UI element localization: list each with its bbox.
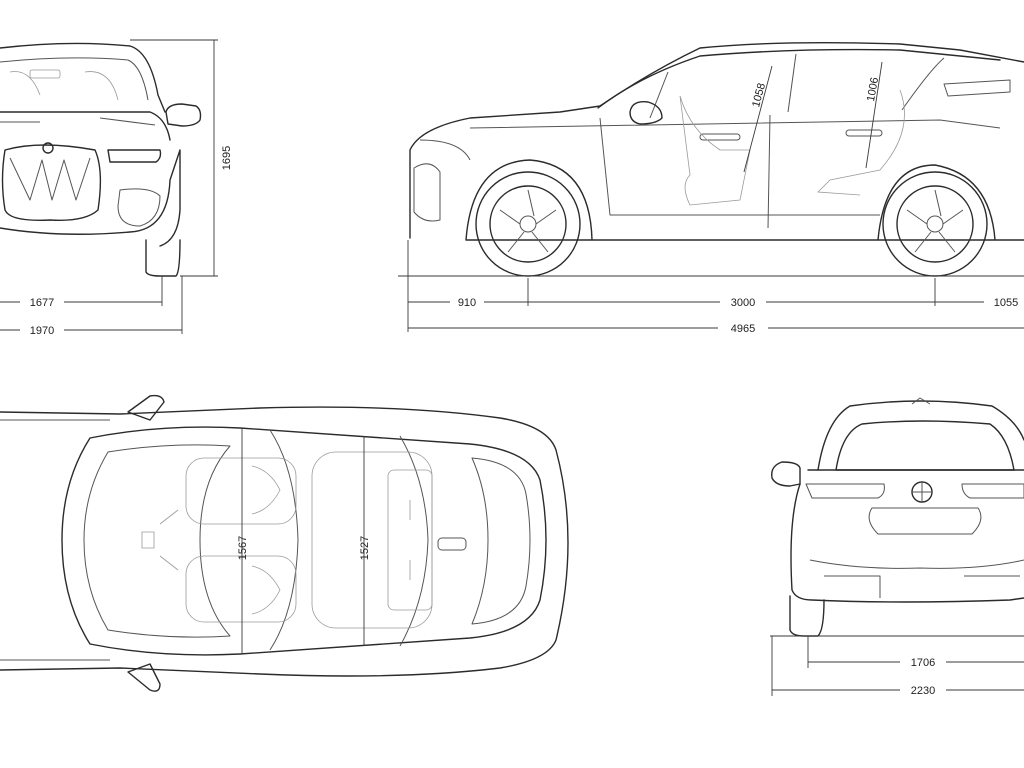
- top-body-outline: [0, 406, 569, 677]
- rear-shoulder-label: 1527: [359, 536, 371, 560]
- side-body-outline: [409, 41, 1024, 241]
- rear-width-label: 2230: [911, 685, 935, 697]
- overall-length-label: 4965: [731, 323, 755, 335]
- front-tire: [145, 239, 181, 277]
- side-view: 1058 1006 910 3000 1055 4965: [398, 41, 1024, 335]
- top-right-mirror: [127, 663, 161, 692]
- front-overhang-label: 910: [458, 297, 476, 309]
- front-headroom-label: 1058: [750, 82, 768, 109]
- rear-track-label: 1706: [911, 657, 935, 669]
- rear-left-tire: [789, 595, 825, 637]
- side-rear-wheel: [882, 171, 988, 277]
- front-badge: [42, 142, 54, 154]
- front-view: 1695 1677 1970: [0, 39, 233, 337]
- front-mirror: [165, 103, 202, 127]
- rear-view: 1706 2230: [770, 397, 1024, 697]
- rear-window: [835, 420, 1015, 471]
- front-height-label: 1695: [221, 146, 233, 170]
- front-grille: [1, 144, 102, 221]
- front-shoulder-label: 1567: [237, 536, 249, 560]
- wheelbase-label: 3000: [731, 297, 755, 309]
- top-glass-roof: [61, 426, 547, 656]
- side-front-wheel: [475, 171, 581, 277]
- front-track-label: 1677: [30, 297, 54, 309]
- top-view: 1567 1527: [0, 394, 569, 692]
- front-width-label: 1970: [30, 325, 54, 337]
- rear-headroom-label: 1006: [865, 76, 881, 102]
- top-left-mirror: [127, 394, 165, 421]
- rear-mirror: [771, 461, 801, 487]
- rear-overhang-label: 1055: [994, 297, 1018, 309]
